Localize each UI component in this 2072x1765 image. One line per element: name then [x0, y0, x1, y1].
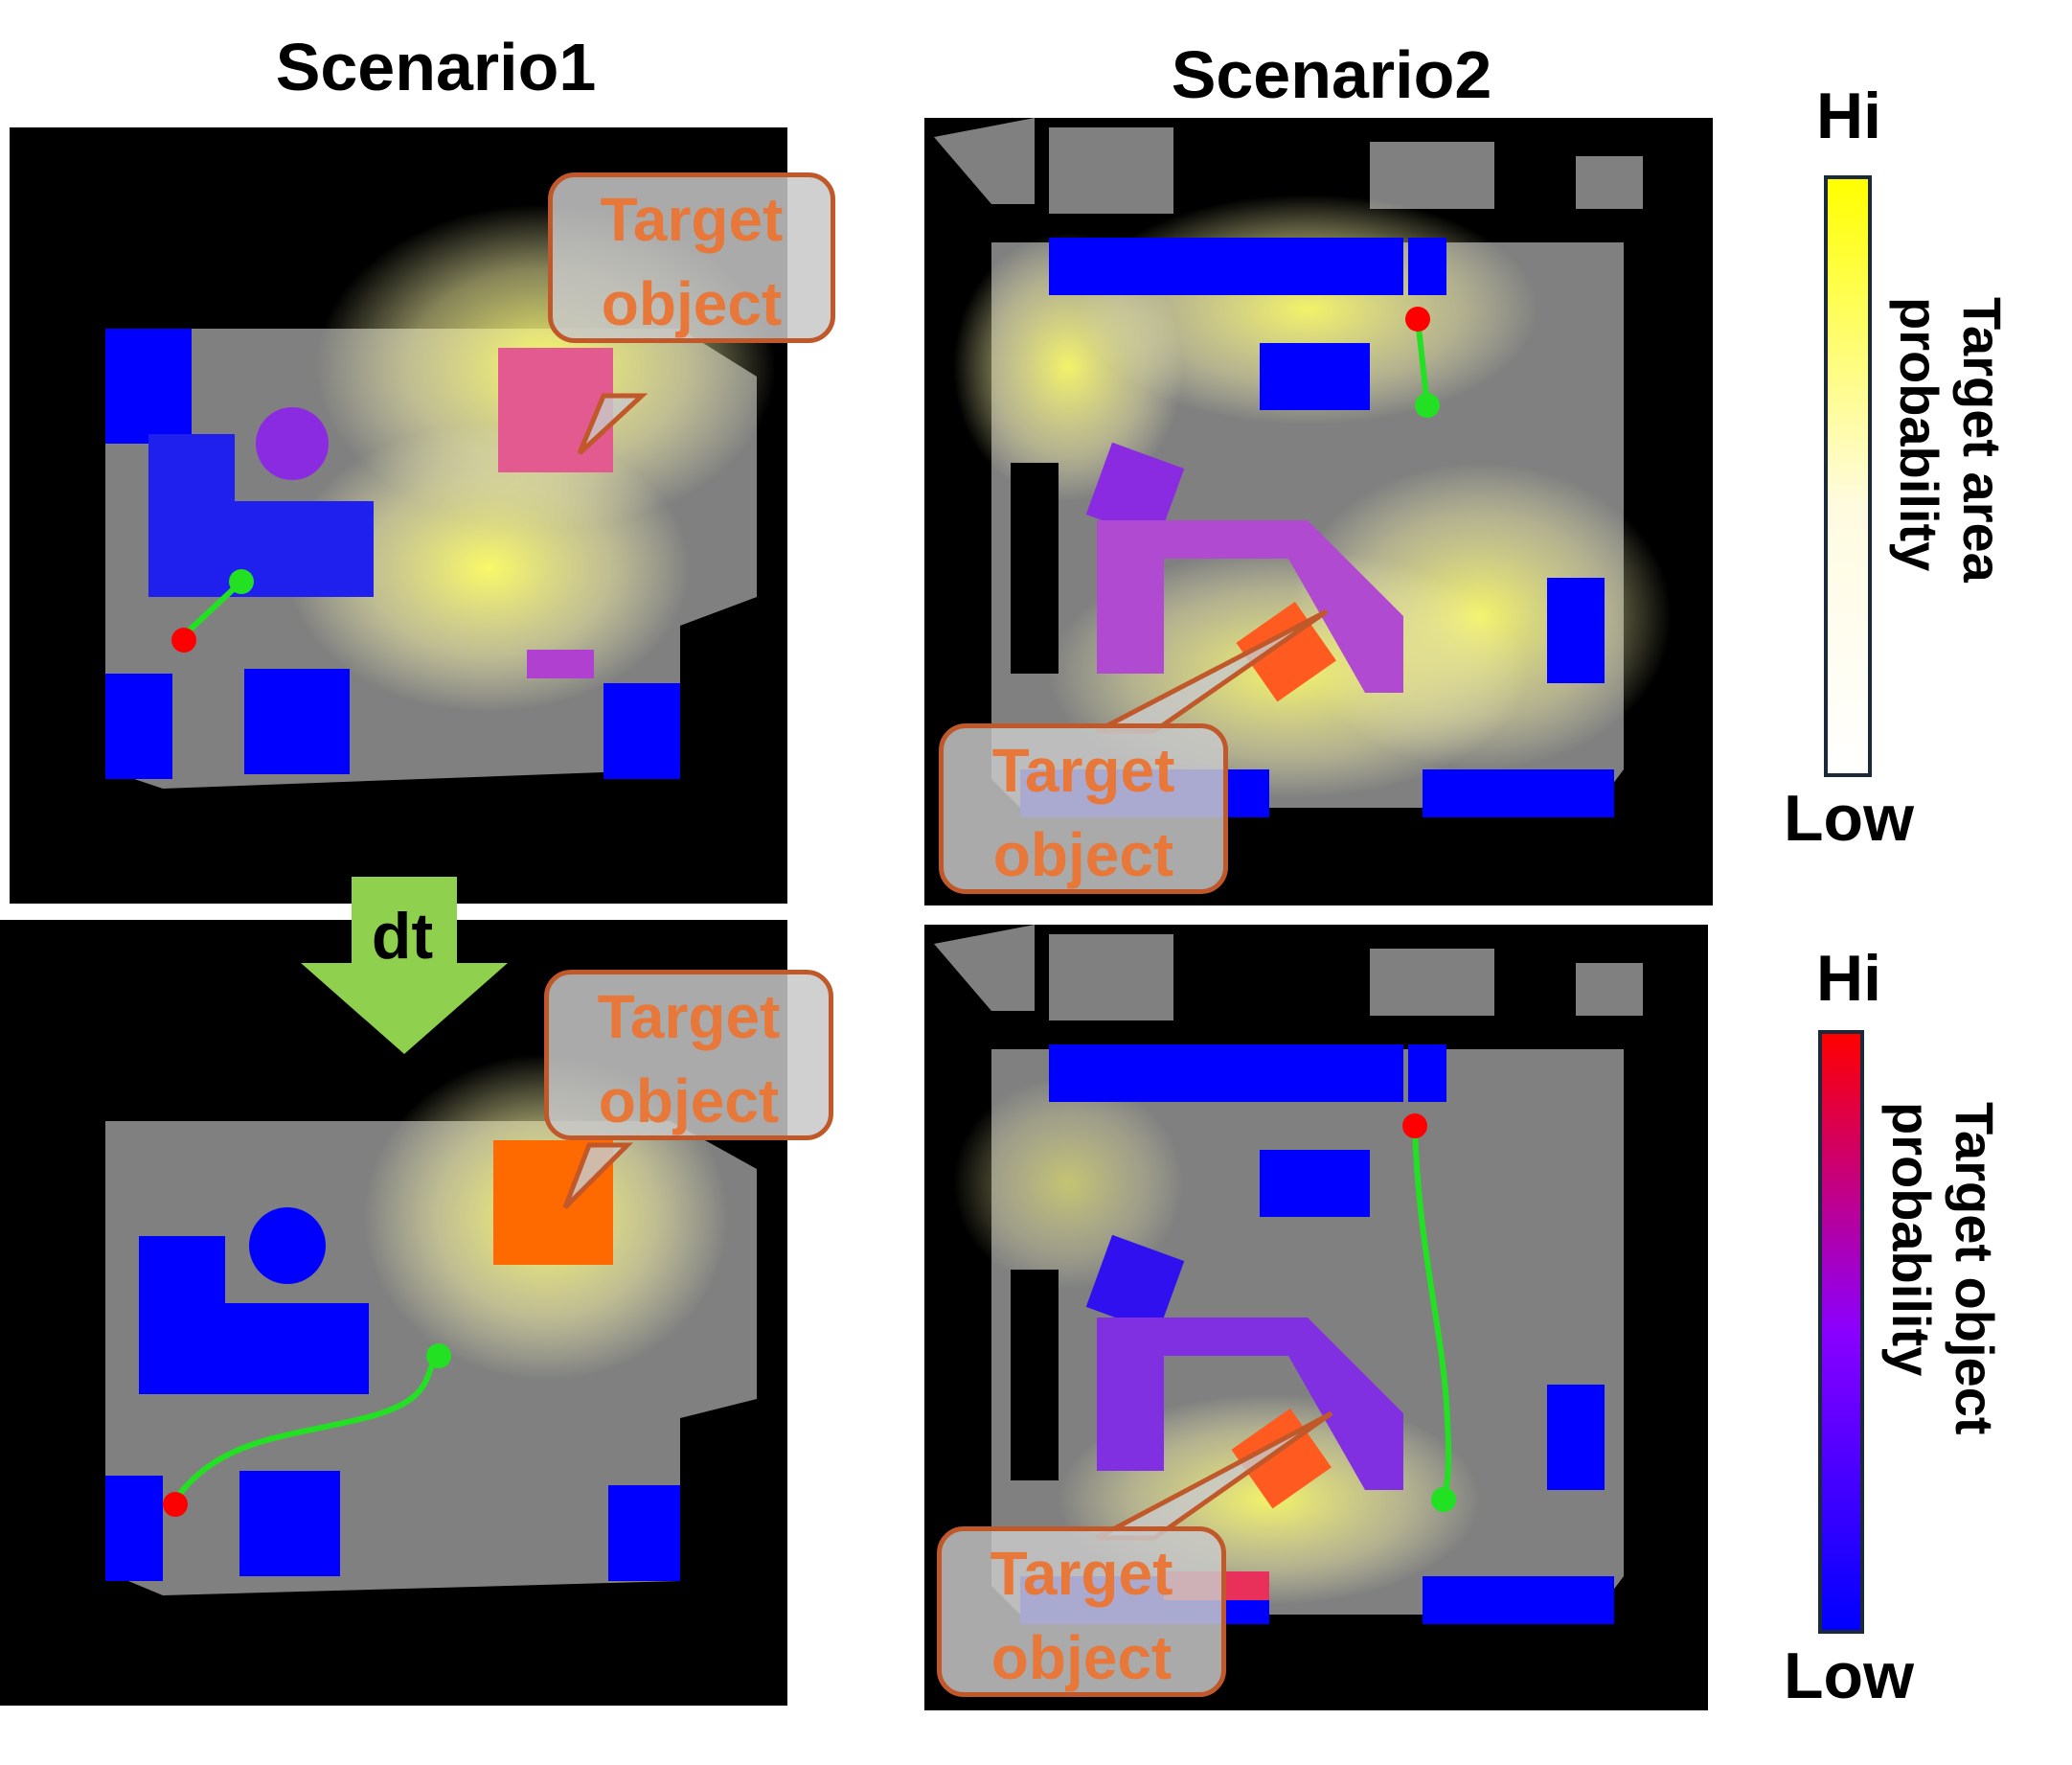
colorbar2	[1818, 1030, 1864, 1634]
colorbar1-label: Target area probability	[1889, 297, 2013, 583]
furniture	[105, 329, 192, 444]
start-point	[163, 1492, 188, 1517]
furniture	[1408, 238, 1446, 295]
robot-path	[172, 1353, 442, 1501]
colorbar2-label: Target object probability	[1881, 1102, 2005, 1435]
robot-path	[181, 579, 244, 638]
scenario2-title: Scenario2	[1171, 37, 1492, 112]
furniture	[1547, 1385, 1605, 1490]
furniture	[1260, 1150, 1370, 1217]
furniture	[1260, 343, 1370, 410]
colorbar1-low-label: Low	[1784, 782, 1914, 855]
end-point	[1431, 1487, 1456, 1512]
start-point	[171, 628, 196, 653]
colorbar2-low-label: Low	[1784, 1639, 1914, 1712]
wall	[1011, 1270, 1059, 1480]
furniture	[1049, 238, 1403, 295]
furniture	[1085, 1234, 1185, 1334]
furniture	[1097, 1318, 1403, 1490]
scenario1-title: Scenario1	[275, 30, 597, 104]
furniture	[148, 501, 374, 597]
wall	[1011, 463, 1059, 674]
dt-arrow	[301, 877, 508, 1054]
colorbar1	[1824, 175, 1872, 777]
end-point	[229, 569, 254, 594]
callout-pointer	[562, 1142, 634, 1209]
callout-pointer	[577, 393, 649, 455]
start-point	[1402, 1113, 1427, 1138]
furniture	[244, 669, 350, 774]
furniture	[105, 674, 172, 779]
furniture	[1085, 442, 1185, 541]
colorbar1-hi-label: Hi	[1816, 80, 1881, 152]
scenario2-map-top	[924, 118, 1713, 905]
dt-label: dt	[371, 900, 434, 973]
furniture	[1236, 601, 1336, 702]
furniture	[139, 1303, 369, 1394]
furniture	[105, 1476, 163, 1581]
furniture	[608, 1485, 680, 1581]
robot-path	[1412, 1125, 1452, 1501]
furniture	[249, 1207, 326, 1284]
furniture	[1097, 520, 1403, 693]
furniture	[603, 683, 680, 779]
furniture	[1408, 1044, 1446, 1102]
furniture	[239, 1471, 340, 1576]
furniture	[1049, 1044, 1403, 1102]
colorbar2-hi-label: Hi	[1816, 942, 1881, 1015]
furniture	[527, 650, 594, 678]
furniture	[1423, 769, 1614, 817]
end-point	[426, 1343, 451, 1368]
furniture	[498, 348, 613, 472]
end-point	[1415, 393, 1440, 418]
furniture	[1423, 1576, 1614, 1624]
furniture	[1547, 578, 1605, 683]
furniture	[256, 407, 329, 480]
robot-path	[1415, 318, 1430, 406]
start-point	[1405, 307, 1430, 332]
